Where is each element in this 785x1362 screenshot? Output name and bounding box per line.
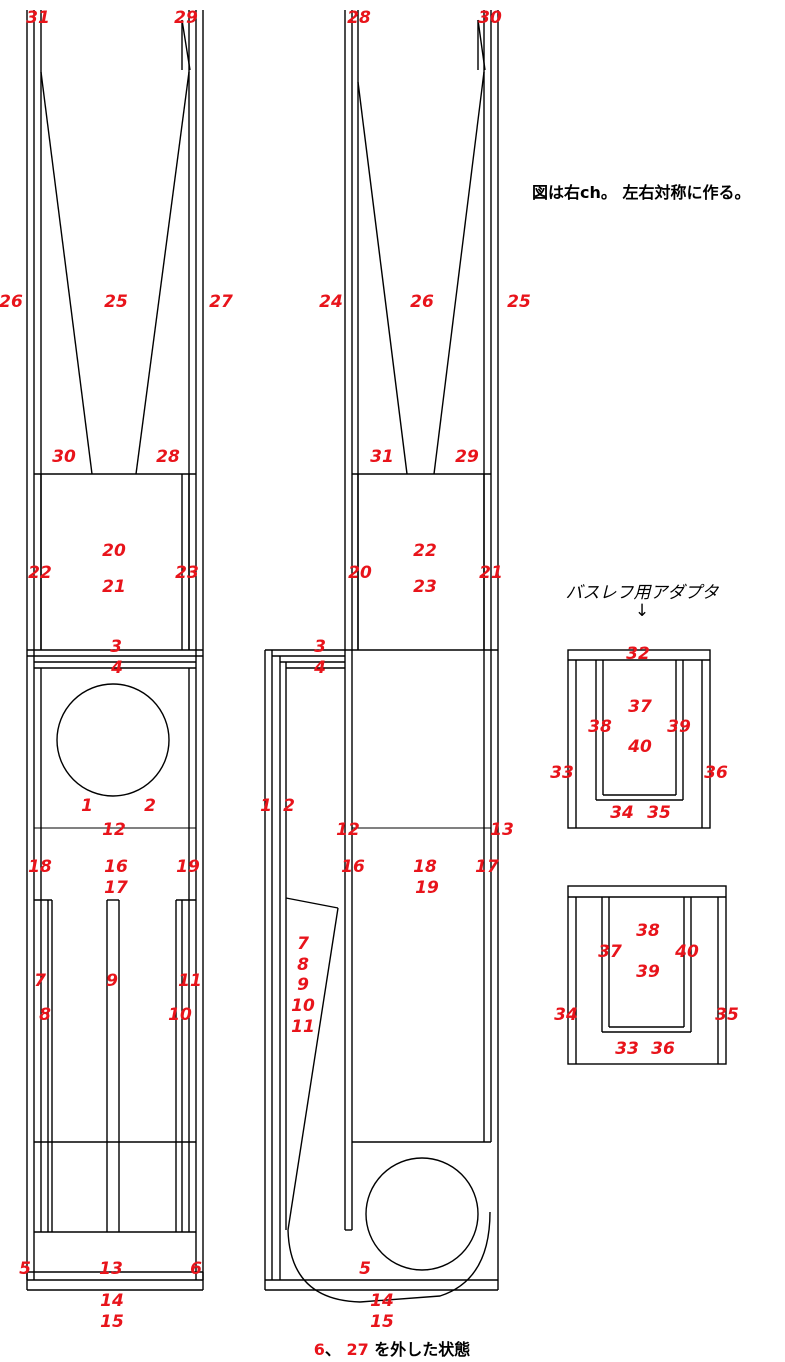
adapter-bottom-labels-part-37: 37 — [598, 942, 622, 962]
adapter-top-labels-part-35: 35 — [647, 803, 671, 823]
adapter-bottom-labels-part-34: 34 — [554, 1005, 578, 1025]
left-view-labels-part-28: 28 — [156, 447, 180, 467]
middle-view-labels-part-11: 11 — [291, 1017, 315, 1037]
adapter-top-labels-part-37: 37 — [628, 697, 652, 717]
caption: 6、 27 を外した状態 — [314, 1340, 471, 1359]
left-view-labels-part-7: 7 — [34, 971, 46, 991]
adapter-arrow: ↓ — [635, 601, 649, 621]
left-view-labels-part-26: 26 — [0, 292, 23, 312]
adapter-bottom-labels-part-33: 33 — [615, 1039, 639, 1059]
left-view-labels-part-13: 13 — [99, 1259, 123, 1279]
left-view-labels-part-6: 6 — [190, 1259, 202, 1279]
left-view-labels-part-5: 5 — [19, 1259, 31, 1279]
left-view-labels-part-23: 23 — [175, 563, 199, 583]
caption-rest: を外した状態 — [369, 1340, 471, 1359]
left-view-labels-part-2: 2 — [144, 796, 156, 816]
note-text: 図は右ch。 左右対称に作る。 — [532, 183, 750, 202]
middle-view-labels-part-1: 1 — [260, 796, 272, 816]
adapter-top-drawing — [567, 649, 711, 829]
left-view-labels-part-19: 19 — [176, 857, 200, 877]
middle-view-labels-part-13: 13 — [490, 820, 514, 840]
middle-view-labels-part-19: 19 — [415, 878, 439, 898]
left-view-labels-part-18: 18 — [28, 857, 52, 877]
middle-view-labels-part-17: 17 — [475, 857, 499, 877]
left-view-labels-part-21: 21 — [102, 577, 126, 597]
adapter-bottom-labels-part-38: 38 — [636, 921, 660, 941]
left-view-labels-part-3: 3 — [110, 637, 122, 657]
left-view-labels-part-17: 17 — [104, 878, 128, 898]
left-view-labels-part-9: 9 — [106, 971, 118, 991]
left-view-labels-part-30: 30 — [52, 447, 76, 467]
left-view-labels-part-10: 10 — [168, 1005, 192, 1025]
middle-view-labels-part-20: 20 — [348, 563, 372, 583]
adapter-bottom-labels-part-35: 35 — [715, 1005, 739, 1025]
left-view-drawing — [26, 10, 204, 1291]
caption-part-a: 6 — [314, 1340, 325, 1359]
adapter-bottom-labels-part-36: 36 — [651, 1039, 675, 1059]
caption-part-b: 27 — [346, 1340, 368, 1359]
middle-view-labels-part-4: 4 — [313, 658, 326, 678]
left-view-labels-part-29: 29 — [174, 8, 198, 28]
adapter-top-labels-part-34: 34 — [610, 803, 634, 823]
adapter-top-labels-part-39: 39 — [667, 717, 691, 737]
left-view-labels-part-20: 20 — [102, 541, 126, 561]
middle-view-labels-part-26: 26 — [410, 292, 434, 312]
middle-view-labels-part-22: 22 — [413, 541, 437, 561]
middle-view-labels-part-25: 25 — [507, 292, 531, 312]
middle-view-labels-part-12: 12 — [336, 820, 360, 840]
middle-view-labels-part-15: 15 — [370, 1312, 394, 1332]
middle-view-labels-part-2: 2 — [283, 796, 295, 816]
adapter-top-labels-part-38: 38 — [588, 717, 612, 737]
middle-view-labels-part-18: 18 — [413, 857, 437, 877]
middle-view-labels-part-23: 23 — [413, 577, 437, 597]
middle-view-labels-part-16: 16 — [341, 857, 365, 877]
left-view-labels-part-1: 1 — [81, 796, 93, 816]
left-view-labels-part-14: 14 — [100, 1291, 124, 1311]
middle-view-labels-part-5: 5 — [359, 1259, 371, 1279]
left-view-labels-part-4: 4 — [110, 658, 123, 678]
adapter-bottom-drawing — [567, 885, 727, 1065]
middle-view-labels-part-24: 24 — [319, 292, 343, 312]
adapter-bottom-labels-part-40: 40 — [674, 942, 699, 962]
left-view-labels-part-15: 15 — [100, 1312, 124, 1332]
adapter-top-labels-part-36: 36 — [704, 763, 728, 783]
left-view-labels-part-31: 31 — [26, 8, 50, 28]
adapter-top-labels-part-32: 32 — [626, 644, 650, 664]
middle-view-labels-part-3: 3 — [314, 637, 326, 657]
left-view-labels-part-16: 16 — [104, 857, 128, 877]
middle-view-labels-part-29: 29 — [455, 447, 479, 467]
middle-view-labels-part-9: 9 — [297, 975, 309, 995]
middle-view-labels-part-28: 28 — [347, 8, 371, 28]
caption-sep: 、 — [325, 1340, 347, 1359]
adapter-top-labels-part-40: 40 — [627, 737, 652, 757]
left-view-labels-part-8: 8 — [39, 1005, 51, 1025]
middle-view-labels-part-10: 10 — [291, 996, 315, 1016]
middle-view-labels-part-7: 7 — [297, 934, 309, 954]
adapter-bottom-labels-part-39: 39 — [636, 962, 660, 982]
middle-view-labels-part-30: 30 — [478, 8, 502, 28]
middle-view-labels-part-8: 8 — [297, 955, 309, 975]
left-view-labels-part-22: 22 — [28, 563, 52, 583]
middle-view-labels-part-21: 21 — [479, 563, 503, 583]
left-view-labels-part-27: 27 — [209, 292, 233, 312]
left-view-labels-part-25: 25 — [104, 292, 128, 312]
adapter-title: バスレフ用アダプタ — [566, 583, 720, 603]
left-view-labels-part-11: 11 — [178, 971, 202, 991]
adapter-top-labels-part-33: 33 — [550, 763, 574, 783]
middle-view-labels-part-31: 31 — [370, 447, 394, 467]
middle-view-drawing — [264, 10, 499, 1303]
left-view-labels-part-12: 12 — [102, 820, 126, 840]
middle-view-labels-part-14: 14 — [370, 1291, 394, 1311]
